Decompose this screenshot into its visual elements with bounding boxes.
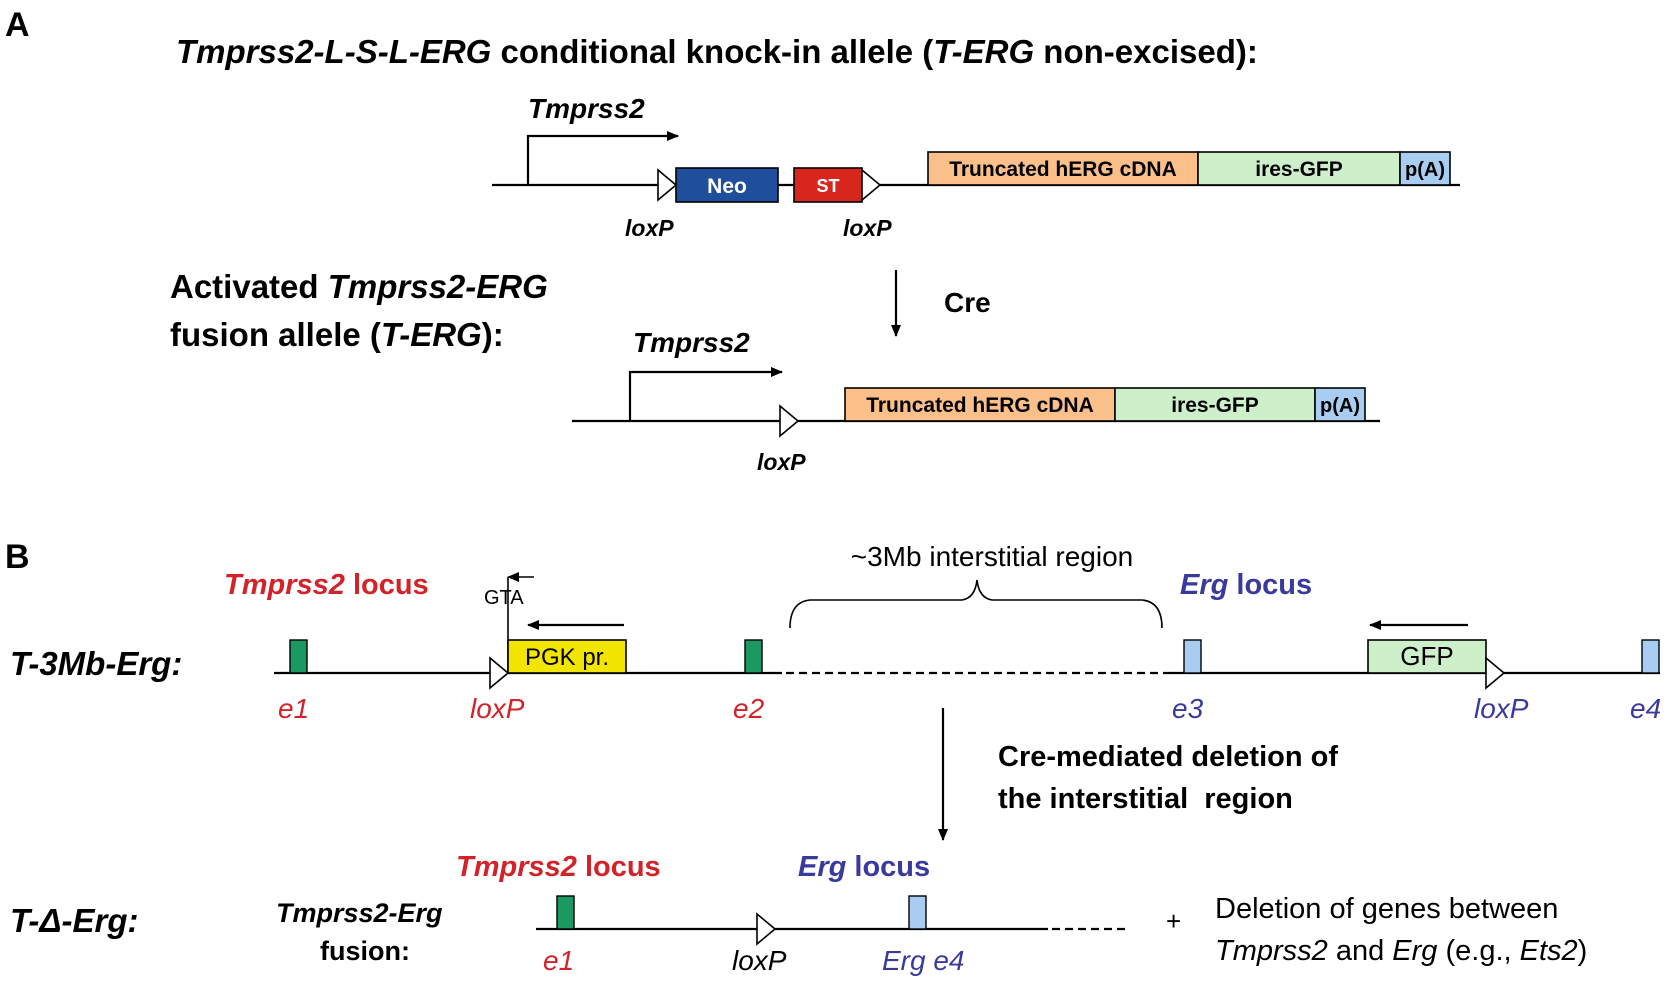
side-note-close: ) xyxy=(1578,935,1588,967)
fusion-label-line1: Tmprss2-Erg xyxy=(276,898,443,928)
construct2-polya-box xyxy=(1314,387,1366,422)
side-note-line2: Tmprss2 and Erg (e.g., Ets2) xyxy=(1215,935,1587,967)
construct2-loxp xyxy=(779,404,800,438)
cre-label: Cre xyxy=(944,287,991,318)
plus-sign: + xyxy=(1166,906,1181,936)
exon-e2 xyxy=(744,639,763,674)
construct2-herg-label: Truncated hERG cDNA xyxy=(866,394,1094,417)
panel-a-title-part3: T-ERG xyxy=(933,33,1034,70)
construct1-loxp-left xyxy=(657,168,678,202)
side-note-line1: Deletion of genes between xyxy=(1215,893,1558,925)
erg-locus-suffix-2: locus xyxy=(846,851,930,883)
erg-locus-suffix: locus xyxy=(1228,569,1312,601)
construct2-promoter-label: Tmprss2 xyxy=(633,327,750,358)
fusion-exon-erg-e4 xyxy=(908,895,927,930)
construct1-loxp-right-label: loxP xyxy=(843,215,892,241)
exon-e1-label: e1 xyxy=(278,693,309,724)
activated-line2-a: fusion allele ( xyxy=(170,316,381,353)
panel-a-title-part2: conditional knock-in allele ( xyxy=(491,33,933,70)
activated-allele-label-line2: fusion allele (T-ERG): xyxy=(170,316,504,353)
fusion-label-line2: fusion: xyxy=(320,936,410,966)
panel-a-title: Tmprss2-L-S-L-ERG conditional knock-in a… xyxy=(176,33,1258,70)
panel-b-letter: B xyxy=(5,538,30,576)
construct2-promoter-arrow xyxy=(628,367,783,421)
interstitial-region-label: ~3Mb interstitial region xyxy=(851,541,1133,572)
fusion-exon-erg-e4-label: Erg e4 xyxy=(882,945,965,976)
construct1-ires-label: ires-GFP xyxy=(1255,158,1343,181)
activated-word: Activated xyxy=(170,268,328,305)
tmprss2-locus-label-2: Tmprss2 locus xyxy=(456,851,661,883)
t3mb-loxp-left-label: loxP xyxy=(470,693,525,724)
interstitial-region-bracket xyxy=(789,579,1163,629)
tmprss2-locus-label: Tmprss2 locus xyxy=(224,569,429,601)
construct1-loxp-left-label: loxP xyxy=(625,215,674,241)
t3mb-loxp-left xyxy=(489,656,510,690)
construct1-polya-box xyxy=(1399,151,1451,186)
exon-e3 xyxy=(1183,639,1202,674)
exon-e2-label: e2 xyxy=(733,693,765,724)
deletion-text-line2: the interstitial region xyxy=(998,783,1293,815)
construct2-polya-label: p(A) xyxy=(1320,395,1360,417)
construct1-promoter-label: Tmprss2 xyxy=(528,93,645,124)
st-box xyxy=(793,167,863,203)
tmprss2-locus-suffix: locus xyxy=(345,569,429,601)
t-delta-loxp-label: loxP xyxy=(732,945,787,976)
t3mb-loxp-right xyxy=(1485,656,1506,690)
side-note-tmprss2: Tmprss2 xyxy=(1215,935,1328,967)
construct1-herg-label: Truncated hERG cDNA xyxy=(949,158,1177,181)
side-note-and: and xyxy=(1328,935,1393,967)
erg-locus-name-2: Erg xyxy=(798,851,847,883)
side-note-ets2: Ets2 xyxy=(1520,935,1578,967)
gfp-label: GFP xyxy=(1400,641,1453,671)
pgk-promoter-box xyxy=(507,639,627,674)
construct2-loxp-label: loxP xyxy=(757,449,806,475)
construct1-polya-label: p(A) xyxy=(1405,159,1445,181)
panel-a-letter: A xyxy=(5,6,30,44)
construct2-ires-label: ires-GFP xyxy=(1171,394,1259,417)
activated-line2-c: ): xyxy=(482,316,504,353)
neo-label: Neo xyxy=(707,175,747,198)
gfp-box xyxy=(1367,639,1487,674)
activated-allele-label-line1: Activated Tmprss2-ERG xyxy=(170,268,548,305)
panel-a-title-part4: non-excised): xyxy=(1034,33,1258,70)
erg-locus-name: Erg xyxy=(1180,569,1229,601)
construct2-herg-box xyxy=(844,387,1116,422)
t-delta-loxp xyxy=(756,912,777,946)
st-label: ST xyxy=(816,176,839,196)
exon-e4-label: e4 xyxy=(1630,693,1661,724)
activated-gene: Tmprss2-ERG xyxy=(328,268,548,305)
side-note-erg: Erg xyxy=(1392,935,1437,967)
exon-e3-label: e3 xyxy=(1172,693,1204,724)
deletion-text-line1: Cre-mediated deletion of xyxy=(998,741,1338,773)
panel-a-title-part1: Tmprss2-L-S-L-ERG xyxy=(176,33,491,70)
tmprss2-locus-suffix-2: locus xyxy=(577,851,661,883)
neo-box xyxy=(675,167,779,203)
tmprss2-locus-name-2: Tmprss2 xyxy=(456,851,577,883)
fusion-exon-e1 xyxy=(556,895,575,930)
erg-locus-label-2: Erg locus xyxy=(798,851,930,883)
fusion-exon-e1-label: e1 xyxy=(543,945,574,976)
t3mb-loxp-right-label: loxP xyxy=(1474,693,1529,724)
construct1-promoter-arrow xyxy=(526,131,679,185)
activated-line2-b: T-ERG xyxy=(381,316,482,353)
erg-locus-label: Erg locus xyxy=(1180,569,1312,601)
exon-e4 xyxy=(1641,639,1660,674)
gta-label: GTA xyxy=(484,587,524,609)
t3mb-erg-allele-label: T-3Mb-Erg: xyxy=(10,645,182,682)
construct1-loxp-right xyxy=(861,168,882,202)
tmprss2-locus-name: Tmprss2 xyxy=(224,569,345,601)
exon-e1 xyxy=(289,639,308,674)
pgk-promoter-label: PGK pr. xyxy=(525,644,609,671)
construct1-herg-box xyxy=(927,151,1199,186)
side-note-eg: (e.g., xyxy=(1437,935,1519,967)
t-delta-erg-allele-label: T-Δ-Erg: xyxy=(10,902,138,939)
